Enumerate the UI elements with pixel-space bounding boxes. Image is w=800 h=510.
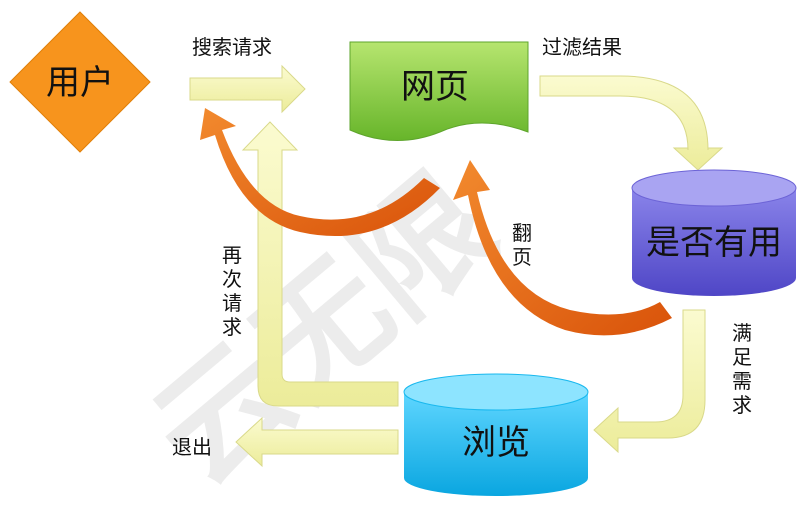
arrow-orange-next-page [453, 160, 672, 336]
label-filter-result: 过滤结果 [542, 35, 622, 59]
node-webpage-label: 网页 [401, 67, 469, 107]
node-browse: 浏览 [403, 373, 589, 496]
arrow-satisfy-need [593, 309, 706, 454]
arrow-exit [235, 416, 399, 468]
label-request-again: 再次请求 [222, 243, 242, 339]
node-user-label: 用户 [46, 63, 114, 103]
arrow-filter-result [539, 75, 724, 171]
label-search-request: 搜索请求 [192, 35, 272, 59]
arrow-orange-research [200, 108, 440, 237]
node-user: 用户 [9, 11, 151, 153]
node-webpage: 网页 [349, 41, 529, 141]
node-browse-label: 浏览 [462, 423, 530, 463]
label-satisfy-need: 满足需求 [732, 321, 752, 417]
node-is-useful-label: 是否有用 [646, 223, 782, 263]
arrow-search-request [189, 64, 306, 114]
label-exit: 退出 [172, 435, 212, 459]
node-is-useful: 是否有用 [631, 169, 797, 296]
label-next-page: 翻页 [512, 221, 532, 269]
arrow-request-again [241, 121, 399, 407]
